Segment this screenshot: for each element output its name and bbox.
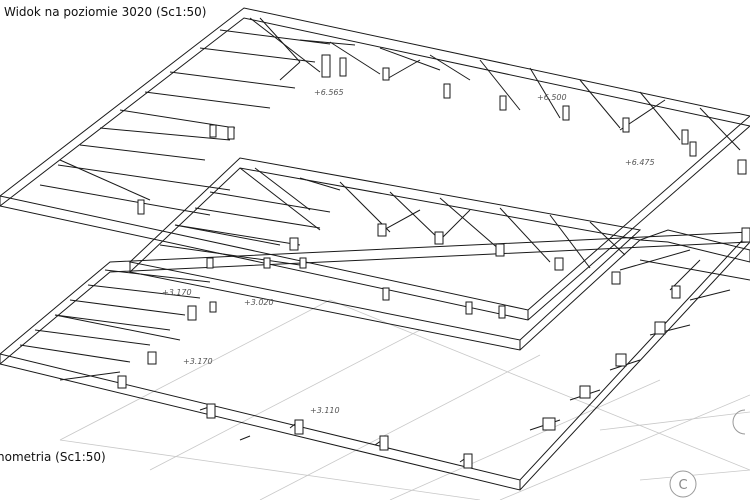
floor-frame-right-wing: [619, 229, 750, 291]
elevation-label: +6.475: [625, 158, 655, 167]
grid-bubble-label: C: [678, 478, 687, 493]
elevation-tags: +6.565 +6.500 +6.475 +3.170 +3.020 +3.17…: [162, 88, 655, 415]
floor-frame-middle: [128, 157, 642, 351]
grid-lines: [59, 299, 750, 500]
floor-frame-upper: [0, 7, 750, 321]
elevation-label: +3.020: [244, 298, 274, 307]
elevation-label: +3.110: [310, 406, 340, 415]
column-posts: [117, 54, 750, 469]
axonometric-title: nometria (Sc1:50): [0, 450, 106, 464]
grid-bubble-c: C: [669, 409, 746, 498]
view-title: Widok na poziomie 3020 (Sc1:50): [4, 5, 207, 19]
elevation-label: +3.170: [162, 288, 192, 297]
elevation-label: +3.170: [183, 357, 213, 366]
elevation-label: +6.500: [537, 93, 567, 102]
elevation-label: +6.565: [314, 88, 344, 97]
floor-frame-lower: [0, 231, 750, 491]
